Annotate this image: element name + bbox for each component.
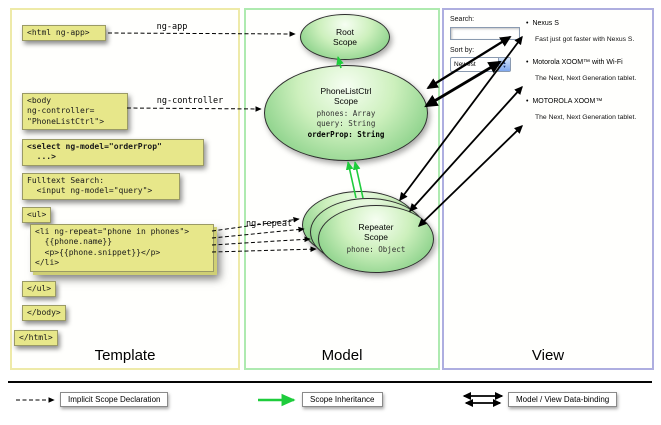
phone-item-desc: The Next, Next Generation tablet. — [535, 114, 637, 121]
select-arrows-icon: ▲▼ — [498, 58, 510, 71]
phone-item-title: • MOTOROLA XOOM™ — [526, 98, 648, 105]
repeater-scope-ellipse: Repeater Scope phone: Object — [318, 205, 434, 273]
sort-select-value: Newest — [454, 61, 476, 68]
bullet-icon: • — [526, 98, 529, 105]
template-panel: <html ng-app> <body ng-controller= "Phon… — [10, 8, 240, 370]
code-ul-close: </ul> — [22, 281, 57, 298]
model-panel: Root Scope PhoneListCtrl Scope phones: A… — [244, 8, 440, 370]
legend-implicit-scope-declaration: Implicit Scope Declaration — [60, 392, 169, 407]
root-scope-ellipse: Root Scope — [300, 14, 390, 60]
view-panel-label: View — [531, 347, 565, 364]
legend-model-view-databinding: Model / View Data-binding — [508, 392, 618, 407]
phone-item-desc: The Next, Next Generation tablet. — [535, 75, 637, 82]
repeater-scope-prop: phone: Object — [346, 245, 406, 255]
phonelistctrl-scope-ellipse: PhoneListCtrl Scope phones: Array query:… — [264, 65, 428, 161]
view-panel: Search: Sort by: Newest ▲▼ • Nexus S Fas… — [442, 8, 654, 370]
bullet-icon: • — [526, 59, 529, 66]
phonelistctrl-scope-orderprop: orderProp: String — [307, 129, 385, 139]
repeater-scope-title: Repeater Scope — [358, 222, 394, 243]
phonelistctrl-scope-title: PhoneListCtrl Scope — [320, 86, 372, 107]
code-body-ng-controller: <body ng-controller= "PhoneListCtrl"> — [22, 93, 128, 131]
search-label: Search: — [450, 16, 475, 23]
phone-item-title: • Nexus S — [526, 20, 648, 27]
phone-list: • Nexus S Fast just got faster with Nexu… — [526, 20, 648, 137]
code-select-ng-model: <select ng-model="orderProp" ...> — [22, 139, 204, 166]
search-input[interactable] — [450, 27, 520, 40]
sort-label: Sort by: — [450, 47, 475, 54]
code-ul-open: <ul> — [22, 207, 52, 224]
model-panel-label: Model — [321, 347, 363, 364]
phone-item-title-text: MOTOROLA XOOM™ — [532, 98, 603, 105]
sort-select[interactable]: Newest ▲▼ — [450, 57, 511, 72]
phone-item-title-text: Motorola XOOM™ with Wi-Fi — [532, 59, 623, 66]
code-fulltext-search: Fulltext Search: <input ng-model="query"… — [22, 173, 180, 200]
code-li-ng-repeat: <li ng-repeat="phone in phones"> {{phone… — [30, 224, 214, 272]
template-panel-label: Template — [94, 347, 156, 364]
legend-divider — [8, 381, 652, 383]
phone-item-title-text: Nexus S — [532, 20, 559, 27]
code-html-ng-app: <html ng-app> — [22, 25, 106, 42]
phone-item-title: • Motorola XOOM™ with Wi-Fi — [526, 59, 648, 66]
bullet-icon: • — [526, 20, 529, 27]
root-scope-title: Root Scope — [332, 26, 358, 47]
code-body-close: </body> — [22, 305, 66, 322]
phone-item-desc: Fast just got faster with Nexus S. — [535, 36, 635, 43]
legend-scope-inheritance: Scope Inheritance — [302, 392, 383, 407]
phonelistctrl-scope-props: phones: Array query: String — [316, 109, 376, 129]
code-html-close: </html> — [14, 330, 58, 347]
